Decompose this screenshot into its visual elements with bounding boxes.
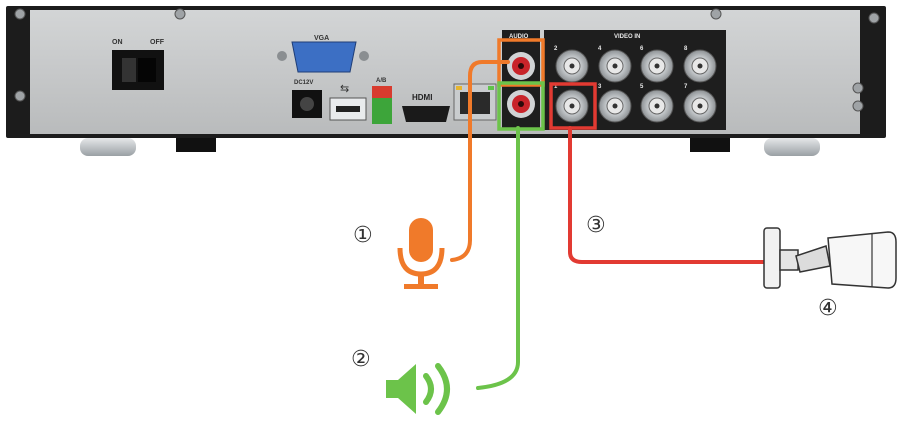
speaker-cable (476, 126, 520, 390)
bnc-connector (640, 49, 674, 83)
speaker-icon (386, 363, 450, 415)
usb-icon: ⇆ (340, 82, 349, 95)
vga-connector (291, 41, 357, 73)
callout-speaker: ② (351, 347, 371, 372)
power-on-label: ON (112, 39, 123, 46)
microphone-icon (397, 218, 445, 289)
chassis-feet (80, 138, 820, 156)
power-off-label: OFF (150, 39, 165, 46)
dc-pin (300, 97, 314, 111)
dc-power-port: DC12V (292, 80, 322, 118)
switch-rocker (138, 58, 156, 82)
screw (710, 8, 722, 20)
video-in-ch1-highlight (549, 82, 597, 130)
vga-port: VGA (277, 35, 369, 73)
rubber-foot (764, 138, 820, 156)
screw (852, 100, 864, 112)
screw (14, 90, 26, 102)
dc-label: DC12V (294, 80, 313, 86)
channel-label: 8 (684, 46, 688, 52)
vga-label: VGA (314, 35, 329, 42)
camera-bracket (795, 245, 831, 273)
foot-bracket (176, 138, 216, 152)
screw (14, 8, 26, 20)
lan-led (488, 86, 494, 90)
channel-label: 3 (598, 84, 602, 90)
alarm-red-block (372, 86, 392, 98)
callout-camera-cable: ③ (586, 213, 606, 238)
rubber-foot (80, 138, 136, 156)
camera-body (827, 231, 897, 289)
bnc-connector (683, 49, 717, 83)
alarm-terminal: A/B (372, 78, 392, 124)
lan-port (453, 83, 497, 121)
callout-microphone: ① (353, 223, 373, 248)
camera-arm (779, 249, 799, 271)
usb-tongue (336, 106, 360, 112)
camera-cable (568, 126, 770, 264)
bnc-connector (555, 89, 589, 123)
bnc-connector (598, 49, 632, 83)
lan-socket (460, 92, 490, 114)
audio-block: AUDIO (502, 30, 540, 130)
callout-camera: ④ (818, 296, 838, 321)
dvr-rear-panel: ON OFF VGA DC12V ⇆ A/B (6, 6, 886, 156)
bullet-camera-icon (763, 227, 897, 289)
switch-rocker (122, 58, 136, 82)
audio-label: AUDIO (509, 34, 529, 40)
channel-label: 7 (684, 84, 688, 90)
hdmi-label: HDMI (412, 93, 432, 102)
screws (14, 8, 880, 112)
bnc-connector (555, 49, 589, 83)
channel-label: 4 (598, 46, 602, 52)
video-in-label: VIDEO IN (614, 34, 640, 40)
alarm-green-block (372, 98, 392, 124)
microphone-cable (450, 60, 510, 262)
usb-port: ⇆ (329, 82, 367, 121)
vga-screw (359, 51, 369, 61)
hdmi-connector (402, 106, 450, 122)
vga-screw (277, 51, 287, 61)
screw (174, 8, 186, 20)
video-in-block: VIDEO IN 2 4 6 8 1 3 5 7 (544, 30, 726, 130)
bnc-connectors (555, 49, 717, 123)
bnc-connector (640, 89, 674, 123)
bnc-connector (683, 89, 717, 123)
power-switch: ON OFF (112, 39, 165, 90)
channel-label: 1 (554, 84, 558, 90)
bnc-connector (598, 89, 632, 123)
foot-bracket (690, 138, 730, 152)
lan-led (456, 86, 462, 90)
channel-label: 5 (640, 84, 644, 90)
audio-out-highlight (497, 81, 545, 131)
channel-label: 6 (640, 46, 644, 52)
camera-mount (763, 227, 781, 289)
hdmi-port: HDMI (402, 93, 450, 122)
screw (868, 12, 880, 24)
alarm-label: A/B (376, 78, 387, 84)
channel-label: 2 (554, 46, 558, 52)
screw (852, 82, 864, 94)
